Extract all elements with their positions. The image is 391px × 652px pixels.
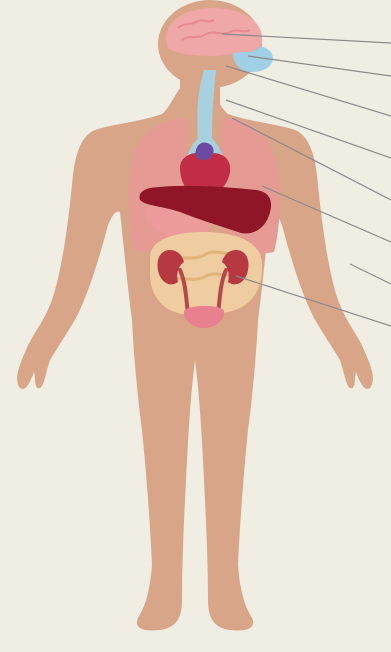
leader-line-stomach bbox=[350, 264, 391, 284]
